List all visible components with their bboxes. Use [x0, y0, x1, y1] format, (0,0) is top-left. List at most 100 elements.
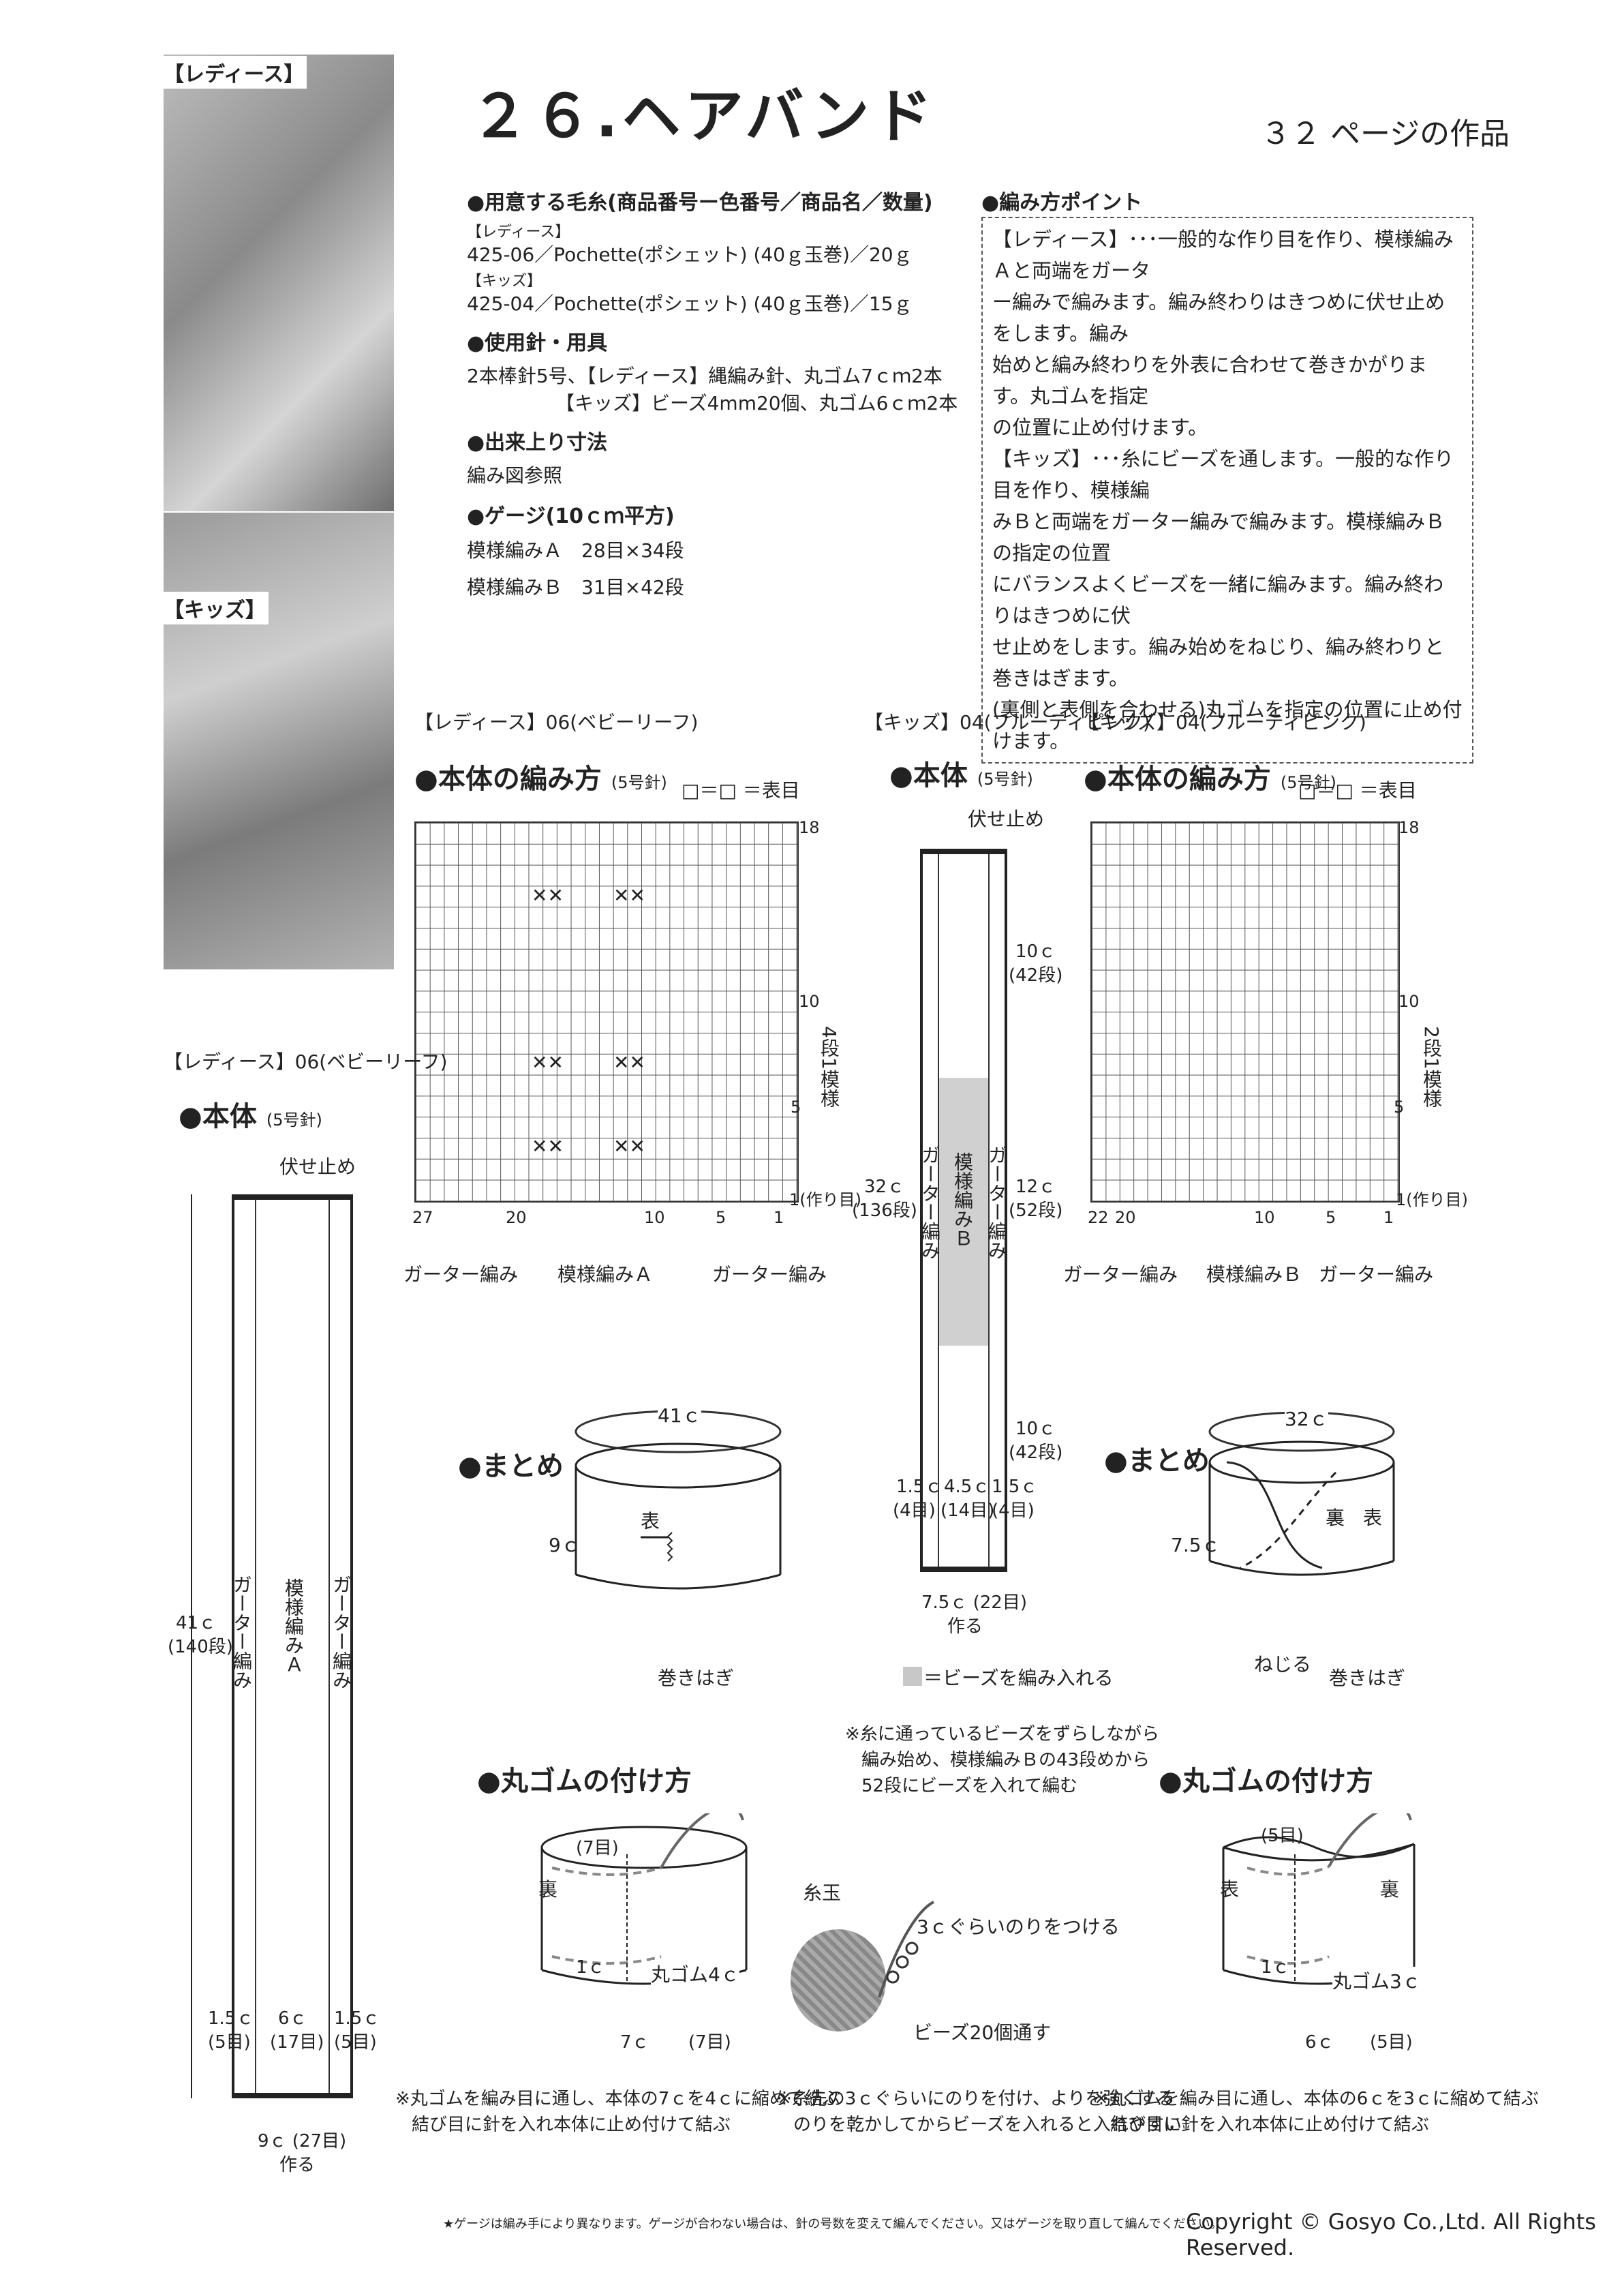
- beads-label: ビーズ20個通す: [913, 2021, 1052, 2044]
- assembly-ladies-title: ●まとめ: [458, 1451, 564, 1482]
- elastic-ladies-elastic: 丸ゴム4ｃ: [651, 1960, 739, 1987]
- ladies-body-needle: (5号針): [266, 1111, 322, 1130]
- ladies-chart-title: ●本体の編み方 (5号針): [414, 757, 667, 796]
- elastic-ladies-note-line: ※丸ゴムを編み目に通し、本体の7ｃを4ｃに縮めて結ぶ: [395, 2089, 840, 2109]
- col-label-10: 10: [1254, 1208, 1275, 1227]
- kids-body-tag: 【キッズ】04(フルーティピンク): [864, 711, 1150, 734]
- elastic-kids-drawing: [1222, 1813, 1416, 1985]
- points-heading: ●編み方ポイント: [981, 191, 1143, 215]
- elastic-ladies-seven-c: 7ｃ: [620, 2032, 649, 2053]
- col-label-22: 22: [1088, 1208, 1109, 1227]
- bead-strand-drawing: [878, 1901, 934, 1998]
- points-line: みＢと両端をガーター編みで編みます。模様編みＢの指定の位置: [992, 510, 1445, 564]
- kids-mid-length: 12ｃ: [1015, 1177, 1056, 1197]
- ladies-yarn: 425-06／Pochette(ポシェット) (40ｇ玉巻)／20ｇ: [467, 243, 913, 266]
- points-box: 【レディース】･･･一般的な作り目を作り、模様編みＡと両端をガータ ー編みで編み…: [981, 217, 1473, 764]
- kids-chart-pattern-b: 模様編みＢ: [1206, 1263, 1302, 1286]
- elastic-ladies-note: ※丸ゴムを編み目に通し、本体の7ｃを4ｃに縮めて結ぶ 結び目に針を入れ本体に止め…: [395, 2086, 840, 2138]
- elastic-ladies-note-line: 結び目に針を入れ本体に止め付けて結ぶ: [412, 2115, 731, 2135]
- ladies-body-title-text: ●本体: [179, 1101, 257, 1132]
- col-label-1: 1: [774, 1208, 784, 1227]
- kids-chart-needle: (5号針): [1280, 773, 1336, 792]
- row-label-10: 10: [799, 992, 820, 1011]
- kids-cast-on: 作る: [947, 1616, 983, 1637]
- kids-repeat-label: 2段1模様: [1420, 1026, 1443, 1108]
- tools-line-1: 2本棒針5号、【レディース】縄編み針、丸ゴム7ｃｍ2本: [467, 365, 943, 387]
- kids-photo: [164, 513, 394, 969]
- footer-gauge-note: ★ゲージは編み手により異なります。ゲージが合わない場合は、針の号数を変えて編んで…: [443, 2217, 1223, 2231]
- ladies-width: 9ｃ (27目): [258, 2131, 347, 2151]
- row-label-5: 5: [791, 1098, 801, 1117]
- footer-copyright: Copyright © Gosyo Co.,Ltd. All Rights Re…: [1186, 2209, 1596, 2261]
- tools-heading: ●使用針・用具: [467, 331, 608, 355]
- beads-note: ※糸先の3ｃぐらいにのりを付け、よりを強くする のりを乾かしてからビーズを入れる…: [777, 2086, 1182, 2138]
- beads-note-line: のりを乾かしてからビーズを入れると入れやすい: [793, 2115, 1182, 2135]
- elastic-kids-six-c: 6ｃ: [1305, 2032, 1334, 2053]
- bead-legend: ＝ビーズを編み入れる: [923, 1667, 1114, 1689]
- assembly-ladies-drawing: [575, 1410, 782, 1590]
- assembly-kids-circ: 32ｃ: [1285, 1404, 1328, 1432]
- kids-center-sts: (14目): [940, 1500, 995, 1521]
- bead-note: ※糸に通っているビーズをずらしながら 編み始め、模様編みＢの43段めから 52段…: [845, 1721, 1159, 1799]
- kids-center: 4.5ｃ: [944, 1477, 990, 1497]
- elastic-kids-front: 表: [1220, 1878, 1240, 1901]
- ladies-chart-legend: □＝□ ＝表目: [682, 779, 800, 802]
- yarn-heading: ●用意する毛糸(商品番号ー色番号／商品名／数量): [467, 191, 933, 215]
- kids-top-rows: (42段): [1009, 965, 1063, 986]
- elastic-ladies-one-c: 1ｃ: [576, 1957, 605, 1978]
- col-label-5: 5: [716, 1208, 726, 1227]
- bead-note-line: ※糸に通っているビーズをずらしながら: [845, 1724, 1160, 1744]
- points-line: ー編みで編みます。編み終わりはきつめに伏せ止めをします。編み: [992, 290, 1445, 345]
- assembly-kids-seam: 巻きはぎ: [1329, 1667, 1406, 1689]
- materials-section: ●用意する毛糸(商品番号ー色番号／商品名／数量) 【レディース】 425-06／…: [467, 185, 998, 601]
- kids-body-strip: [920, 849, 1007, 1572]
- ladies-knit-chart: ✕✕ ✕✕ ✕✕ ✕✕ ✕✕ ✕✕: [414, 821, 799, 1203]
- gauge-a: 模様編みＡ 28目×34段: [467, 539, 684, 562]
- points-line: 【レディース】･･･一般的な作り目を作り、模様編みＡと両端をガータ: [992, 228, 1454, 282]
- kids-photo-label: 【キッズ】: [161, 592, 269, 624]
- elastic-ladies-top: (7目): [576, 1838, 619, 1858]
- cable-symbol: ✕✕: [613, 884, 645, 907]
- ladies-center: 6ｃ: [278, 2008, 307, 2029]
- page-reference: ３２ ページの作品: [1261, 117, 1510, 151]
- kids-bead-area: [939, 1078, 988, 1346]
- ladies-edge-left-sts: (5目): [208, 2032, 251, 2053]
- kids-garter-left: ガーター編み: [919, 1145, 941, 1260]
- kids-edge-right: 1.5ｃ: [992, 1477, 1038, 1497]
- kids-total-length: 32ｃ: [864, 1177, 905, 1197]
- row-label-18: 18: [799, 818, 820, 837]
- kids-body-title: ●本体 (5号針): [889, 753, 1033, 793]
- cable-symbol: ✕✕: [613, 1135, 645, 1158]
- assembly-kids-title: ●まとめ: [1104, 1445, 1210, 1477]
- assembly-ladies-seam: 巻きはぎ: [658, 1667, 735, 1689]
- elastic-kids-title: ●丸ゴムの付け方: [1159, 1766, 1373, 1797]
- row-label-18: 18: [1398, 818, 1420, 837]
- row-label-1: 1(作り目): [789, 1190, 861, 1209]
- ladies-length-dimension-line: [191, 1194, 192, 2098]
- kids-body-title-text: ●本体: [889, 760, 968, 791]
- yarn-ball-icon: [791, 1929, 886, 2031]
- kids-chart-title: ●本体の編み方 (5号針): [1084, 757, 1336, 796]
- points-line: (裏側と表側を合わせる)丸ゴムを指定の位置に止め付けます。: [992, 698, 1463, 753]
- elastic-ladies-drawing: [540, 1813, 748, 1985]
- ladies-pattern-a: 模様編みＡ: [282, 1578, 305, 1674]
- kids-pattern-b: 模様編みＢ: [951, 1152, 974, 1248]
- size-heading: ●出来上り寸法: [467, 431, 608, 455]
- kids-bind-off: 伏せ止め: [968, 808, 1045, 830]
- assembly-ladies-height: 9ｃ: [549, 1534, 580, 1556]
- kids-tag: 【キッズ】: [467, 273, 542, 290]
- gauge-b: 模様編みＢ 31目×42段: [467, 576, 684, 599]
- ladies-body-strip: [232, 1194, 353, 2098]
- ladies-garter-left: ガーター編み: [403, 1263, 519, 1286]
- ladies-body-title: ●本体 (5号針): [179, 1094, 322, 1134]
- assembly-kids-front: 表: [1363, 1507, 1383, 1529]
- assembly-kids-height: 7.5ｃ: [1171, 1534, 1221, 1556]
- elastic-kids-elastic: 丸ゴム3ｃ: [1332, 1967, 1421, 1994]
- ladies-edge-right: 1.5ｃ: [334, 2008, 380, 2029]
- ladies-chart-title-text: ●本体の編み方: [414, 764, 602, 795]
- col-label-27: 27: [412, 1208, 433, 1227]
- cable-symbol: ✕✕: [532, 884, 564, 907]
- col-label-1: 1: [1383, 1208, 1394, 1227]
- col-label-20: 20: [1115, 1208, 1136, 1227]
- kids-chart-title-text: ●本体の編み方: [1084, 764, 1271, 795]
